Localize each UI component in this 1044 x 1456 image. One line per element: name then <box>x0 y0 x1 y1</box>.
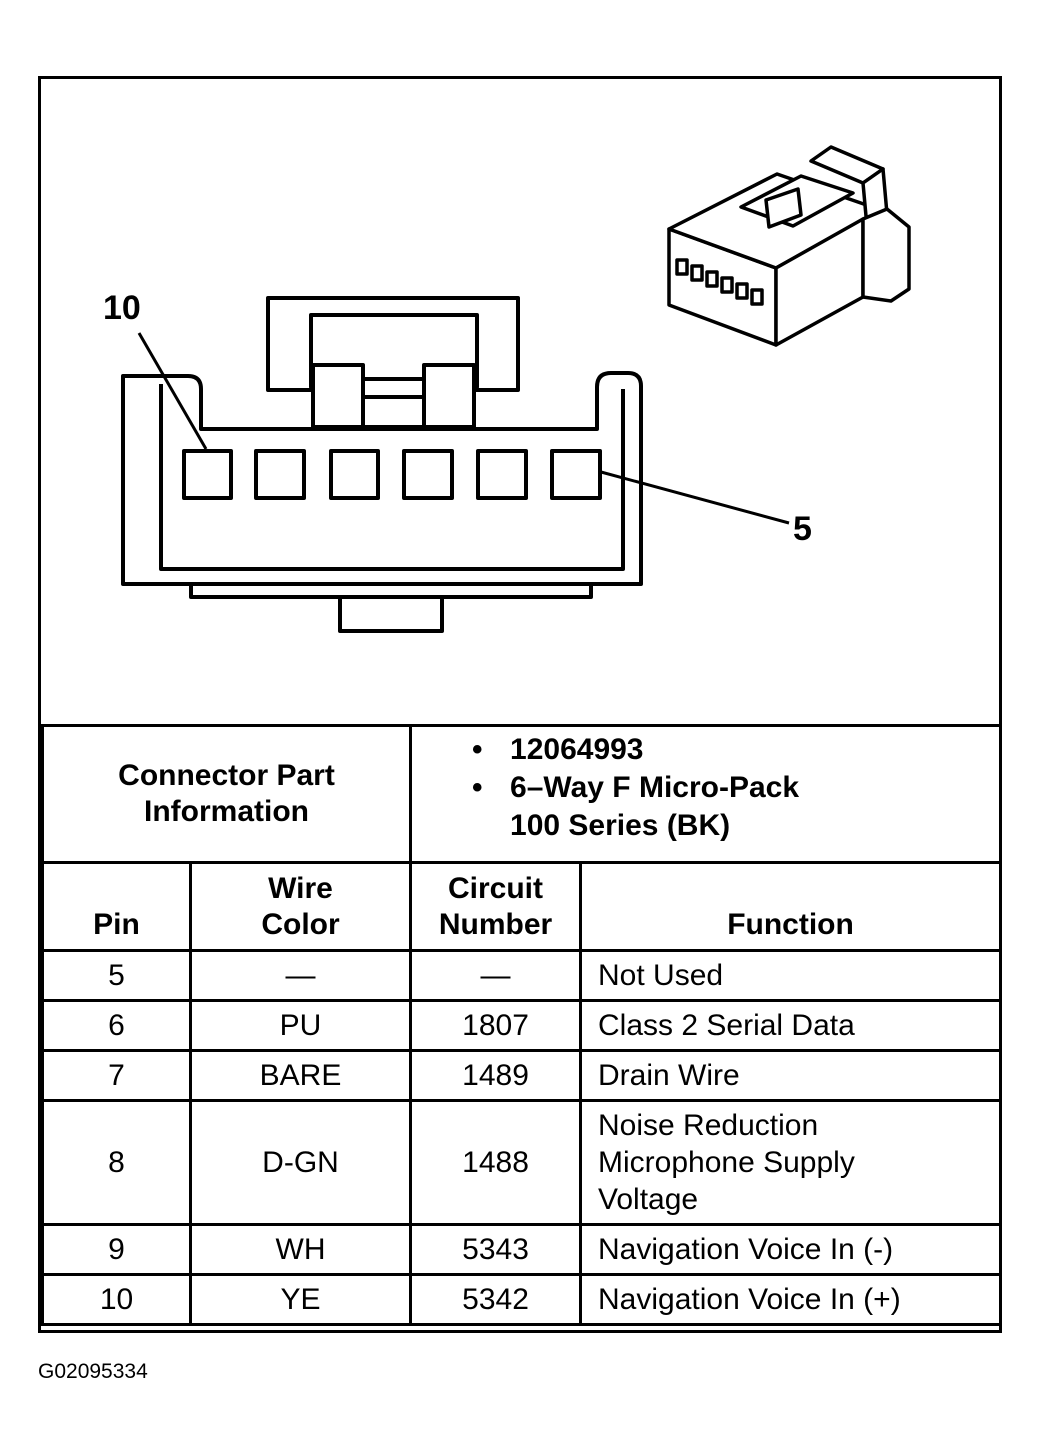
connector-description: 6–Way F Micro-Pack 100 Series (BK) <box>472 769 999 845</box>
wire-color-cell: PU <box>188 999 413 1052</box>
latch-post-left <box>311 363 365 429</box>
function-line: Not Used <box>598 959 724 992</box>
connector-description-line2: 100 Series (BK) <box>510 809 731 842</box>
pin-cavity-7 <box>402 449 454 500</box>
function-line: Microphone Supply <box>598 1146 855 1179</box>
table-row: 5——Not Used <box>41 949 1003 1002</box>
diagram-frame: 10 5 Connector Part Informatio <box>38 76 1003 1333</box>
iso-cavity <box>735 282 749 300</box>
part-number: 12064993 <box>472 731 999 769</box>
pin-cell: 5 <box>41 949 192 1002</box>
pin-cavity-9 <box>254 449 306 500</box>
pin-cell: 6 <box>41 999 192 1052</box>
column-header-circuit-number-line2: Number <box>438 908 553 941</box>
connector-diagram: 10 5 <box>103 145 911 633</box>
iso-cavity <box>705 270 719 288</box>
function-cell: Navigation Voice In (+) <box>579 1273 1003 1326</box>
iso-latch-window <box>764 187 803 229</box>
pin-cavity-6 <box>476 449 528 500</box>
circuit-number-cell: — <box>409 949 583 1002</box>
bottom-tab <box>338 595 444 633</box>
pin-cavity-8 <box>329 449 380 500</box>
reference-code: G02095334 <box>38 1360 148 1383</box>
function-line: Noise Reduction <box>598 1109 819 1142</box>
leader-line-pin-10 <box>137 332 208 450</box>
callout-pin-10: 10 <box>103 289 141 327</box>
function-cell: Class 2 Serial Data <box>579 999 1003 1052</box>
wire-color-cell: — <box>188 949 413 1002</box>
circuit-number-cell: 1807 <box>409 999 583 1052</box>
circuit-number-cell: 1489 <box>409 1049 583 1102</box>
pin-cell: 7 <box>41 1049 192 1102</box>
function-cell: Navigation Voice In (-) <box>579 1223 1003 1276</box>
function-cell: Not Used <box>579 949 1003 1002</box>
column-header-circuit-number-line1: Circuit <box>448 872 544 905</box>
function-line: Drain Wire <box>598 1059 740 1092</box>
connector-part-info-label: Connector Part Information <box>40 724 413 864</box>
iso-cavity <box>750 288 764 306</box>
latch-outer <box>266 296 520 392</box>
connector-face-view <box>121 296 790 633</box>
column-header-wire-color-line1: Wire <box>268 872 333 905</box>
connector-part-info-value: 12064993 6–Way F Micro-Pack 100 Series (B… <box>409 724 1003 864</box>
connector-description-line1: 6–Way F Micro-Pack <box>510 771 800 804</box>
connector-part-info-label-line1: Connector Part <box>118 759 335 792</box>
circuit-number-cell: 5342 <box>409 1273 583 1326</box>
function-cell: Drain Wire <box>579 1049 1003 1102</box>
pin-cell: 8 <box>41 1099 192 1226</box>
leader-line-pin-5 <box>600 470 790 525</box>
pin-cavity-10 <box>182 449 233 500</box>
connector-pinout-table: Connector Part Information 12064993 6–Wa… <box>40 724 1003 1326</box>
circuit-number-cell: 1488 <box>409 1099 583 1226</box>
wire-color-cell: BARE <box>188 1049 413 1102</box>
pin-cell: 10 <box>41 1273 192 1326</box>
iso-cavity <box>690 264 704 282</box>
connector-body <box>121 371 643 586</box>
function-line: Navigation Voice In (-) <box>598 1233 894 1266</box>
function-line: Voltage <box>598 1183 699 1216</box>
connector-isometric-illustration <box>667 145 911 347</box>
wire-color-cell: YE <box>188 1273 413 1326</box>
column-header-wire-color-line2: Color <box>261 908 340 941</box>
iso-latch-tab <box>861 207 911 303</box>
column-header-wire-color: Wire Color <box>188 861 413 952</box>
iso-cavity <box>720 276 734 294</box>
connector-part-info-row: Connector Part Information 12064993 6–Wa… <box>40 724 1003 864</box>
column-header-function: Function <box>579 861 1003 952</box>
wire-color-cell: WH <box>188 1223 413 1276</box>
column-header-circuit-number: Circuit Number <box>409 861 583 952</box>
function-line: Navigation Voice In (+) <box>598 1283 901 1316</box>
callout-pin-5: 5 <box>793 510 812 548</box>
pin-cavity-5 <box>550 449 602 500</box>
circuit-number-cell: 5343 <box>409 1223 583 1276</box>
function-line: Class 2 Serial Data <box>598 1009 855 1042</box>
iso-cavity <box>675 258 689 276</box>
latch-post-right <box>422 363 476 429</box>
wire-color-cell: D-GN <box>188 1099 413 1226</box>
latch-center <box>361 377 426 429</box>
connector-part-info-label-line2: Information <box>144 795 309 828</box>
pin-cell: 9 <box>41 1223 192 1276</box>
table-header-row: Pin Wire Color Circuit Number Function <box>41 861 1003 952</box>
column-header-pin: Pin <box>41 861 192 952</box>
